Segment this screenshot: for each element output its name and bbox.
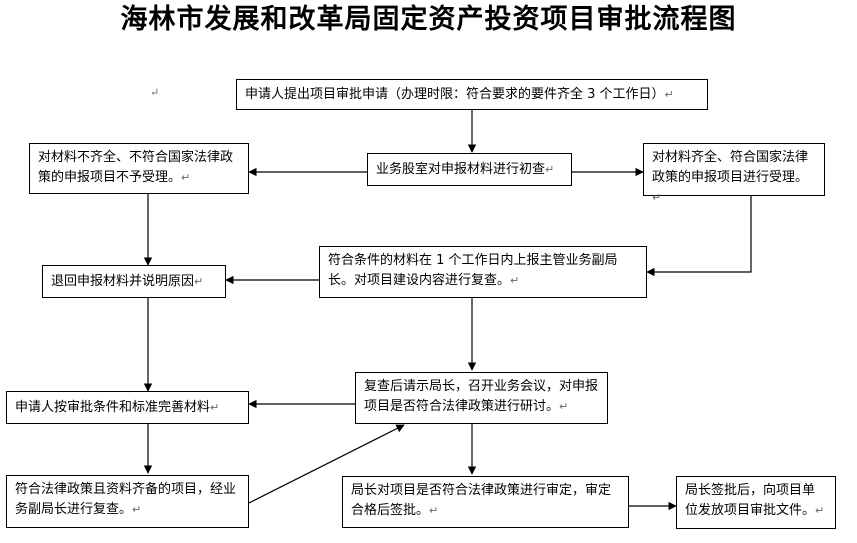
node-meeting: 复查后请示局长，召开业务会议，对申报项目是否符合法律政策进行研讨。↵ [355,372,608,424]
paragraph-mark: ↵ [150,86,160,99]
node-return-text: 退回申报材料并说明原因 [51,274,195,289]
node-accept-text: 对材料齐全、符合国家法律政策的申报项目进行受理。 [652,150,809,185]
paragraph-mark: ↵ [194,275,204,288]
paragraph-mark: ↵ [132,503,142,516]
node-vice-review: 符合法律政策且资料齐备的项目，经业务副局长进行复查。↵ [6,475,249,528]
node-vice-review-text: 符合法律政策且资料齐备的项目，经业务副局长进行复查。 [15,482,237,517]
page-title: 海林市发展和改革局固定资产投资项目审批流程图 [120,4,737,35]
node-reject: 对材料不齐全、不符合国家法律政策的申报项目不予受理。↵ [29,143,249,194]
node-accept: 对材料齐全、符合国家法律政策的申报项目进行受理。 ↵ [643,143,825,204]
node-initial-review: 业务股室对申报材料进行初查↵ [367,153,572,186]
paragraph-mark: ↵ [652,191,662,204]
paragraph-mark: ↵ [815,504,825,517]
paragraph-mark: ↵ [545,163,555,176]
node-report-text: 符合条件的材料在 1 个工作日内上报主管业务副局长。对项目建设内容进行复查。 [328,253,618,288]
node-apply-text: 申请人提出项目审批申请（办理时限：符合要求的要件齐全 3 个工作日） [245,87,665,102]
node-reject-text: 对材料不齐全、不符合国家法律政策的申报项目不予受理。 [38,150,234,185]
node-report: 符合条件的材料在 1 个工作日内上报主管业务副局长。对项目建设内容进行复查。↵ [319,246,647,298]
node-director-review: 局长对项目是否符合法律政策进行审定，审定合格后签批。↵ [342,476,629,528]
paragraph-mark: ↵ [429,504,439,517]
node-initial-review-text: 业务股室对申报材料进行初查 [376,162,546,177]
arrow-accept-to-report [646,196,752,277]
node-issue: 局长签批后，向项目单位发放项目审批文件。↵ [676,476,836,529]
paragraph-mark: ↵ [181,171,191,184]
paragraph-mark: ↵ [510,274,520,287]
paragraph-mark: ↵ [664,88,674,101]
paragraph-mark: ↵ [559,400,569,413]
node-return: 退回申报材料并说明原因↵ [42,265,226,298]
arrow-vice-review-to-meeting [248,424,405,504]
node-meeting-text: 复查后请示局长，召开业务会议，对申报项目是否符合法律政策进行研讨。 [364,379,599,414]
node-director-review-text: 局长对项目是否符合法律政策进行审定，审定合格后签批。 [351,483,612,518]
node-improve: 申请人按审批条件和标准完善材料↵ [6,391,249,424]
node-apply: 申请人提出项目审批申请（办理时限：符合要求的要件齐全 3 个工作日）↵ [236,79,708,110]
paragraph-mark: ↵ [210,401,220,414]
node-issue-text: 局长签批后，向项目单位发放项目审批文件。 [685,483,816,518]
node-improve-text: 申请人按审批条件和标准完善材料 [15,400,211,415]
